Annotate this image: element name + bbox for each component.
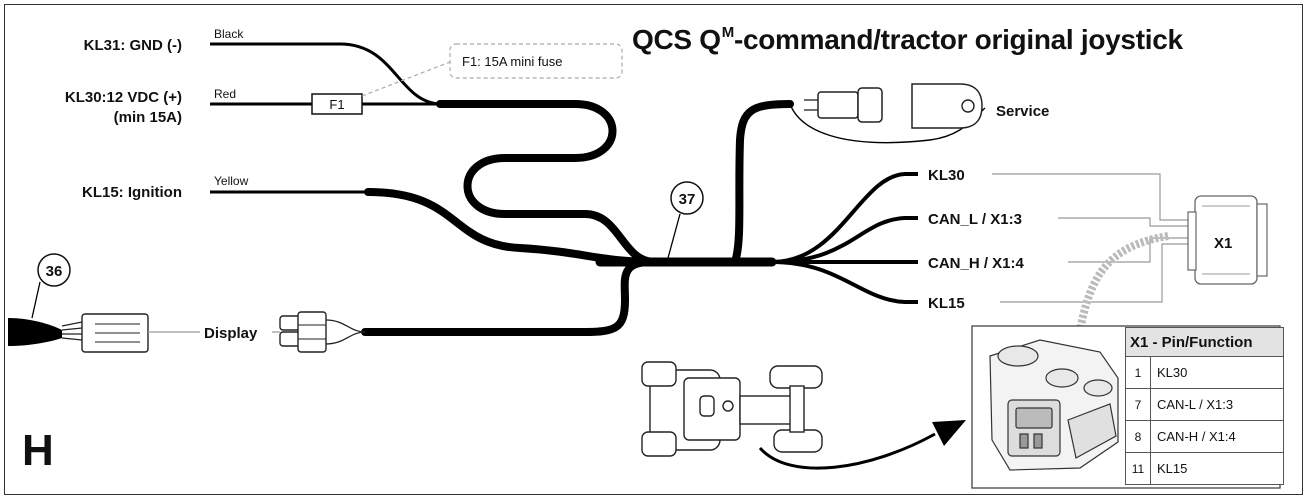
branch-label-kl15: KL15	[928, 295, 965, 312]
diagram-frame	[4, 4, 1303, 495]
table-row: 1 KL30	[1125, 356, 1284, 389]
pin-table-header: X1 - Pin/Function	[1125, 327, 1284, 357]
x1-line-kl15	[1000, 243, 1195, 303]
callout-36-circle	[37, 253, 71, 287]
table-row: 8 CAN-H / X1:4	[1125, 420, 1284, 453]
branch-label-canl: CAN_L / X1:3	[928, 211, 1022, 228]
display-label: Display	[204, 325, 258, 342]
x1-label: X1	[1214, 235, 1232, 252]
pointer-arrow-head	[932, 420, 966, 446]
fuse-f1-label: F1	[329, 97, 344, 112]
pin-function: CAN-H / X1:4	[1150, 420, 1284, 453]
table-row: 11 KL15	[1125, 452, 1284, 485]
display-connector-device	[8, 313, 280, 353]
kl31-label: KL31: GND (-)	[84, 37, 182, 54]
kl30-label-line1: KL30:12 VDC (+)	[65, 89, 182, 106]
pointer-arrow	[758, 432, 936, 470]
callout-36-leader	[31, 281, 41, 319]
pin-number: 1	[1125, 356, 1151, 389]
fuse-f1	[311, 93, 363, 115]
power-harness-loop	[436, 100, 659, 266]
fuse-note-box	[449, 43, 623, 79]
tractor-illustration	[641, 361, 823, 457]
pin-function: CAN-L / X1:3	[1150, 388, 1284, 421]
x1-line-canh	[1068, 237, 1195, 263]
branch-kl15-wire	[771, 260, 918, 304]
service-label: Service	[996, 103, 1049, 120]
service-connector	[789, 83, 986, 144]
kl15-wire-color: Yellow	[214, 174, 249, 188]
fuse-note-leader	[361, 61, 451, 97]
callout-37-leader	[667, 213, 681, 259]
kl15-label: KL15: Ignition	[82, 184, 182, 201]
display-connector-harness	[279, 311, 366, 353]
panel-letter: H	[22, 426, 54, 475]
joystick-illustration	[989, 339, 1119, 471]
pin-function-table: X1 - Pin/Function 1 KL30 7 CAN-L / X1:3 …	[1125, 327, 1284, 485]
kl30-label-line2: (min 15A)	[114, 109, 182, 126]
branch-canl-wire	[771, 216, 918, 264]
pin-table-header-row: X1 - Pin/Function	[1125, 327, 1284, 357]
pin-function: KL15	[1150, 452, 1284, 485]
display-branch	[361, 258, 654, 336]
pin-number: 7	[1125, 388, 1151, 421]
callout-37-text: 37	[679, 191, 696, 208]
service-branch	[731, 100, 794, 266]
page-title: QCS QM-command/tractor original joystick	[632, 24, 1183, 55]
callout-37-circle	[670, 181, 704, 215]
kl31-wire-color: Black	[214, 27, 244, 41]
branch-label-kl30: KL30	[928, 167, 965, 184]
callout-36-text: 36	[46, 263, 63, 280]
x1-line-canl	[1058, 217, 1195, 227]
branch-kl30-wire	[771, 172, 918, 264]
pin-number: 11	[1125, 452, 1151, 485]
kl30-wire-color: Red	[214, 87, 236, 101]
fuse-note-text: F1: 15A mini fuse	[462, 54, 562, 69]
table-row: 7 CAN-L / X1:3	[1125, 388, 1284, 421]
branch-label-canh: CAN_H / X1:4	[928, 255, 1025, 272]
pin-function: KL30	[1150, 356, 1284, 389]
x1-line-kl30	[992, 173, 1195, 221]
x1-cable	[1076, 232, 1169, 331]
x1-connector	[1187, 195, 1268, 285]
black-wire	[210, 42, 441, 106]
pin-number: 8	[1125, 420, 1151, 453]
